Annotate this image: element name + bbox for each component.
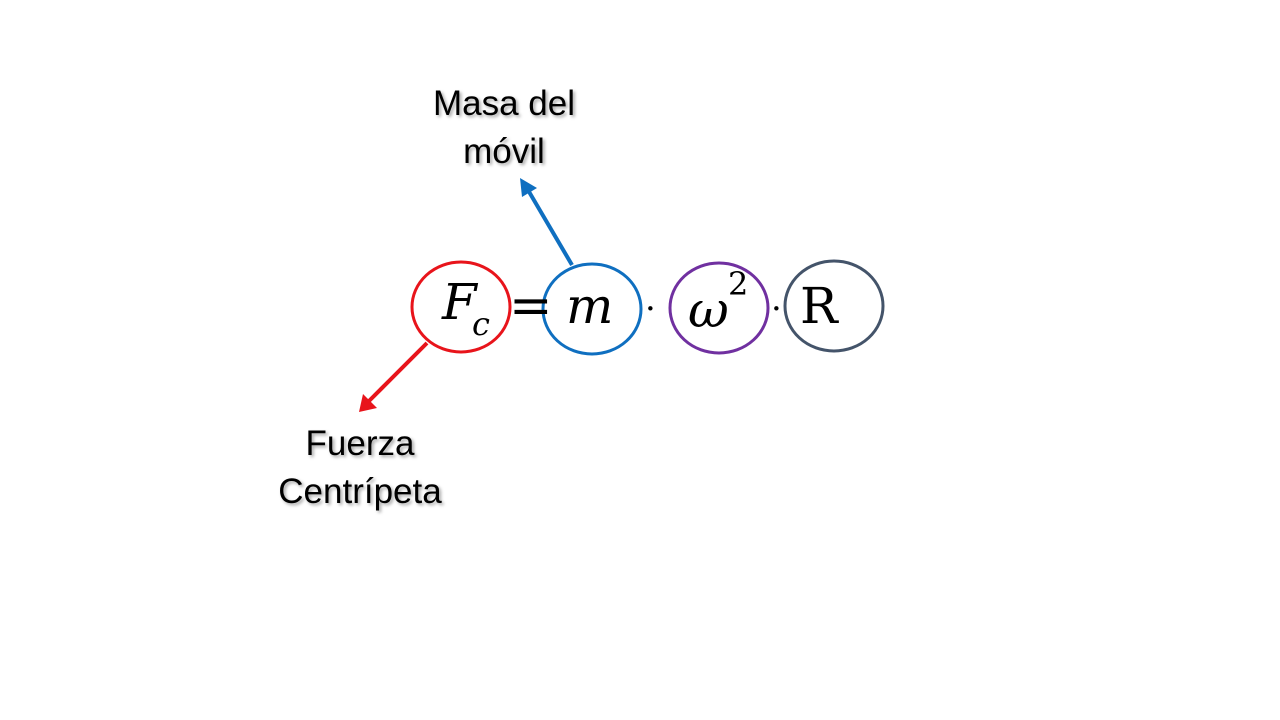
omega-circle-icon [668, 261, 770, 355]
formula-force-symbol: F [442, 273, 477, 331]
fc-circle-icon [410, 260, 512, 354]
label-fuerza-line: Centrípeta [278, 472, 442, 511]
formula-omega-symbol: ω [688, 281, 729, 339]
m-circle-icon [541, 262, 643, 356]
formula-omega-exponent: 2 [728, 265, 749, 303]
formula-multiply-dot: · [771, 289, 782, 329]
arrow-fuerza-icon [359, 341, 429, 412]
arrow-masa-icon [520, 178, 574, 267]
formula-radius-symbol: R [800, 277, 838, 335]
label-fuerza-centripeta: Fuerza Centrípeta [250, 420, 470, 516]
label-fuerza-line: Fuerza [305, 424, 415, 463]
label-masa-line: móvil [463, 132, 545, 171]
formula-multiply-dot: · [645, 289, 656, 329]
r-circle-icon [783, 259, 885, 353]
formula-force-subscript: c [472, 305, 490, 343]
formula-mass-symbol: m [566, 277, 614, 335]
label-masa-line: Masa del [432, 84, 576, 123]
formula-equals-sign: = [509, 276, 553, 336]
label-masa-del-movil: Masa del móvil [404, 80, 604, 176]
